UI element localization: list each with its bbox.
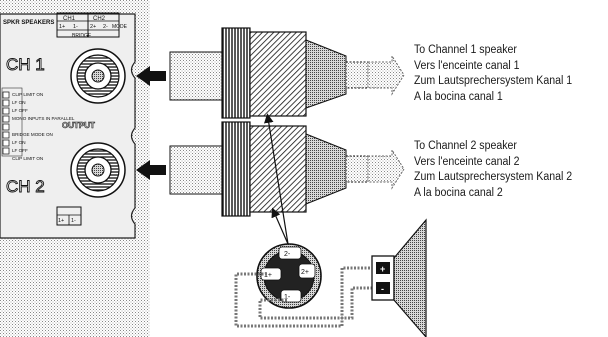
switch-label-3: LF OFF bbox=[12, 108, 28, 113]
pin-1-minus: 1- bbox=[73, 24, 78, 30]
ch2-insert-arrow-icon bbox=[136, 160, 166, 180]
dip-switch-block bbox=[1, 87, 23, 157]
ch2-label: CH 2 bbox=[6, 177, 45, 196]
ch1-label: CH 1 bbox=[6, 55, 45, 74]
ch1-speakon-plug bbox=[169, 27, 405, 119]
pin-2-minus: 2- bbox=[103, 24, 108, 30]
ch1-column-label: CH1 bbox=[63, 16, 76, 22]
plug-end-view bbox=[256, 243, 322, 309]
switch-label-5: BRIDGE MODE ON bbox=[12, 132, 53, 137]
caption-line: Zum Lautsprechersystem Kanal 1 bbox=[414, 75, 573, 87]
detail-pointer-lines bbox=[264, 113, 289, 245]
switch-label-7: LF OFF bbox=[12, 148, 28, 153]
switch-label-6: LF ON bbox=[12, 140, 26, 145]
ch1-insert-arrow-icon bbox=[136, 66, 166, 86]
caption-line: A la bocina canal 2 bbox=[414, 186, 503, 199]
caption-line: A la bocina canal 1 bbox=[414, 90, 503, 103]
panel-top-label: SPKR SPEAKERS bbox=[3, 20, 54, 26]
ch1-speakon-jack[interactable] bbox=[70, 48, 126, 104]
speaker-terminal-plus: + bbox=[380, 264, 385, 274]
pin-1-plus: 1+ bbox=[59, 24, 65, 30]
output-label: OUTPUT bbox=[62, 121, 95, 130]
channel-2-caption: To Channel 2 speaker Vers l'enceinte can… bbox=[414, 139, 572, 201]
panel-header bbox=[56, 12, 120, 38]
channel-1-caption: To Channel 1 speaker Vers l'enceinte can… bbox=[414, 43, 572, 105]
end-pin-1-plus: 1+ bbox=[264, 272, 272, 279]
speaker-icon bbox=[371, 218, 427, 337]
switch-label-8: CLIP LIMIT ON bbox=[12, 156, 43, 161]
caption-line: To Channel 1 speaker bbox=[414, 44, 517, 56]
end-pin-2-plus: 2+ bbox=[301, 269, 309, 276]
speaker-terminal-minus: - bbox=[381, 284, 384, 294]
end-pin-1-minus: 1- bbox=[284, 294, 291, 301]
caption-line: Vers l'enceinte canal 1 bbox=[414, 59, 520, 72]
ch2-pin-1-minus: 1- bbox=[71, 218, 76, 224]
bridge-label: BRIDGE bbox=[72, 33, 92, 39]
caption-line: To Channel 2 speaker bbox=[414, 140, 517, 152]
ch2-speakon-plug bbox=[169, 121, 405, 217]
ch2-speakon-jack[interactable] bbox=[70, 142, 126, 198]
switch-label-4: MONO INPUTS IN PARALLEL bbox=[12, 116, 75, 121]
switch-label-2: LF ON bbox=[12, 100, 26, 105]
panel-footer bbox=[56, 206, 82, 226]
ch2-column-label: CH2 bbox=[93, 16, 106, 22]
pin-2-plus: 2+ bbox=[90, 24, 96, 30]
switch-label-1: CLIP LIMIT ON bbox=[12, 92, 43, 97]
end-pin-2-minus: 2- bbox=[284, 251, 291, 258]
speaker-wires bbox=[234, 266, 372, 328]
mode-label: MODE bbox=[112, 24, 128, 30]
caption-line: Zum Lautsprechersystem Kanal 2 bbox=[414, 171, 573, 183]
ch2-pin-1-plus: 1+ bbox=[58, 218, 64, 224]
caption-line: Vers l'enceinte canal 2 bbox=[414, 155, 520, 168]
